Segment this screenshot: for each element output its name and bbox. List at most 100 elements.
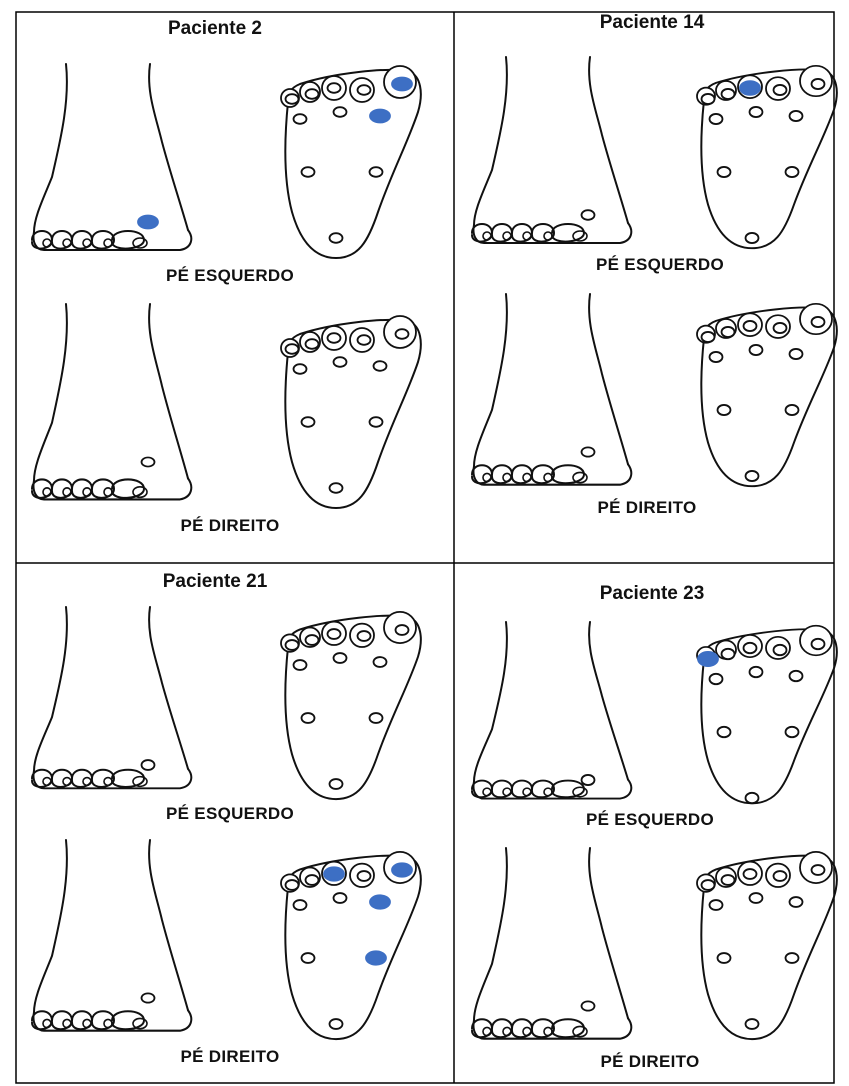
plantar-point-heel: [746, 1019, 759, 1029]
plantar-point: [786, 953, 799, 963]
plantar-point: [790, 671, 803, 681]
plantar-point: [328, 83, 341, 93]
left-foot-dorsal-view: [470, 620, 640, 810]
right-foot-plantar-view: [686, 300, 846, 490]
left-foot-plantar-view: [270, 62, 430, 262]
plantar-point: [718, 167, 731, 177]
plantar-point: [370, 417, 383, 427]
plantar-point: [370, 110, 390, 123]
plantar-point: [722, 875, 735, 885]
plantar-point: [722, 327, 735, 337]
plantar-point: [334, 107, 347, 117]
plantar-point: [334, 357, 347, 367]
dorsal-point: [142, 760, 155, 770]
toe-outline: [552, 224, 584, 242]
plantar-point: [750, 345, 763, 355]
dorsal-point: [142, 457, 155, 466]
foot-label-left: PÉ ESQUERDO: [500, 810, 800, 830]
plantar-point: [302, 167, 315, 177]
toenail: [483, 473, 491, 481]
toenail: [523, 473, 531, 481]
plantar-point: [286, 94, 299, 104]
plantar-point: [790, 897, 803, 907]
leg-back-outline: [34, 607, 67, 771]
plantar-point-heel: [330, 779, 343, 789]
dorsal-point: [582, 210, 595, 220]
plantar-point: [812, 865, 825, 875]
toe-outline: [112, 770, 144, 787]
toenail: [63, 239, 71, 247]
plantar-point: [740, 81, 760, 95]
leg-front-outline: [149, 840, 188, 1010]
plantar-point: [786, 727, 799, 737]
leg-front-outline: [589, 57, 628, 223]
plantar-point: [812, 79, 825, 89]
toenail: [544, 788, 552, 796]
plantar-point: [718, 727, 731, 737]
left-foot-dorsal-view: [30, 605, 200, 800]
leg-front-outline: [589, 622, 628, 780]
toenail: [83, 778, 91, 786]
plantar-point: [328, 629, 341, 639]
toenail: [83, 239, 91, 247]
toenail: [523, 1027, 531, 1035]
toenail: [503, 473, 511, 481]
toenail: [523, 232, 531, 240]
right-foot-plantar-view: [270, 848, 430, 1043]
right-foot-dorsal-view: [470, 292, 640, 497]
plantar-point: [774, 85, 787, 95]
toenail: [104, 239, 112, 247]
panel-title: Paciente 2: [65, 18, 365, 40]
plantar-point: [358, 85, 371, 95]
foot-label-left: PÉ ESQUERDO: [80, 266, 380, 286]
leg-back-outline: [34, 840, 67, 1012]
toenail: [43, 778, 51, 786]
leg-front-outline: [149, 64, 188, 230]
plantar-point: [286, 880, 299, 890]
plantar-point: [750, 893, 763, 903]
dorsal-point: [582, 775, 595, 785]
plantar-point: [702, 94, 715, 104]
toenail: [43, 488, 51, 496]
plantar-point: [370, 167, 383, 177]
plantar-point-heel: [330, 233, 343, 243]
plantar-point: [786, 167, 799, 177]
plantar-point-heel: [330, 1019, 343, 1029]
plantar-point: [812, 317, 825, 327]
dorsal-point: [142, 993, 155, 1002]
plantar-point: [302, 417, 315, 427]
toenail: [503, 1027, 511, 1035]
toenail: [483, 232, 491, 240]
toenail: [43, 239, 51, 247]
right-foot-plantar-view: [270, 312, 430, 512]
plantar-point-heel: [746, 233, 759, 243]
foot-label-right: PÉ DIREITO: [80, 516, 380, 536]
leg-back-outline: [474, 57, 507, 225]
plantar-point: [750, 107, 763, 117]
plantar-point: [710, 674, 723, 684]
plantar-point: [812, 639, 825, 649]
leg-front-outline: [589, 848, 628, 1018]
plantar-point: [722, 89, 735, 99]
plantar-point: [786, 405, 799, 415]
plantar-point: [306, 339, 319, 349]
toenail: [503, 232, 511, 240]
left-foot-plantar-view: [270, 608, 430, 803]
leg-back-outline: [474, 848, 507, 1020]
plantar-point-heel: [746, 793, 759, 803]
plantar-point: [710, 352, 723, 362]
leg-back-outline: [474, 622, 507, 782]
plantar-point-heel: [330, 483, 343, 493]
plantar-point: [370, 895, 390, 908]
toenail: [104, 488, 112, 496]
foot-label-right: PÉ DIREITO: [497, 498, 797, 518]
foot-label-right: PÉ DIREITO: [80, 1047, 380, 1067]
left-foot-dorsal-view: [470, 55, 640, 255]
plantar-point: [396, 329, 409, 339]
toenail: [43, 1019, 51, 1027]
toenail: [63, 488, 71, 496]
plantar-point: [358, 335, 371, 345]
plantar-point: [294, 114, 307, 124]
plantar-point: [306, 635, 319, 645]
dorsal-point: [582, 447, 595, 456]
